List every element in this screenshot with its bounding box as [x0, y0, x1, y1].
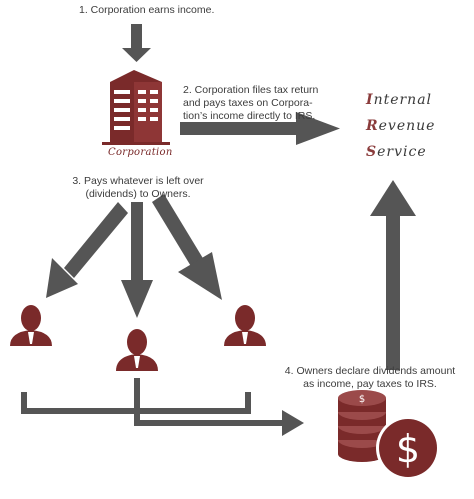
arrows-dividends-to-owners	[46, 194, 222, 318]
owner-icon	[116, 329, 158, 371]
corporation-label: Corporation	[108, 147, 173, 158]
caption-step-3-line: 3. Pays whatever is left over	[72, 175, 204, 187]
irs-word-rest: ervice	[377, 144, 427, 160]
svg-text:$: $	[359, 394, 365, 405]
owner-icon	[10, 305, 52, 346]
irs-initial: R	[366, 118, 379, 134]
caption-step-3: 3. Pays whatever is left over (dividends…	[60, 175, 216, 201]
irs-word-rest: evenue	[378, 118, 436, 134]
irs-logo-line-1: Internal	[366, 92, 432, 108]
caption-step-4-line: as income, pay taxes to IRS.	[303, 378, 437, 390]
arrow-owners-to-money	[21, 378, 304, 436]
arrow-corporation-to-irs	[180, 112, 340, 145]
caption-step-4: 4. Owners declare dividends amount as in…	[270, 365, 470, 391]
svg-text:$: $	[396, 427, 420, 471]
arrow-income-to-corporation	[122, 24, 151, 62]
owner-icon	[224, 305, 266, 346]
caption-step-2: 2. Corporation files tax return and pays…	[183, 84, 318, 123]
arrow-money-to-irs	[370, 180, 416, 370]
irs-initial: S	[366, 144, 378, 160]
caption-step-2-line: and pays taxes on Corpora-	[183, 97, 313, 109]
irs-word-rest: nternal	[373, 92, 433, 108]
corporation-building-icon	[102, 70, 170, 145]
irs-initial: I	[366, 92, 374, 108]
caption-step-2-line: 2. Corporation files tax return	[183, 84, 319, 96]
irs-logo-line-2: Revenue	[366, 118, 435, 134]
caption-step-3-line: (dividends) to Owners.	[85, 188, 191, 200]
caption-step-2-line: tion’s income directly to IRS.	[183, 110, 316, 122]
irs-logo-line-3: Service	[366, 144, 427, 160]
caption-step-4-line: 4. Owners declare dividends amount	[284, 365, 456, 377]
caption-step-1: 1. Corporation earns income.	[79, 4, 215, 16]
money-coins-icon: $ $	[338, 390, 440, 480]
